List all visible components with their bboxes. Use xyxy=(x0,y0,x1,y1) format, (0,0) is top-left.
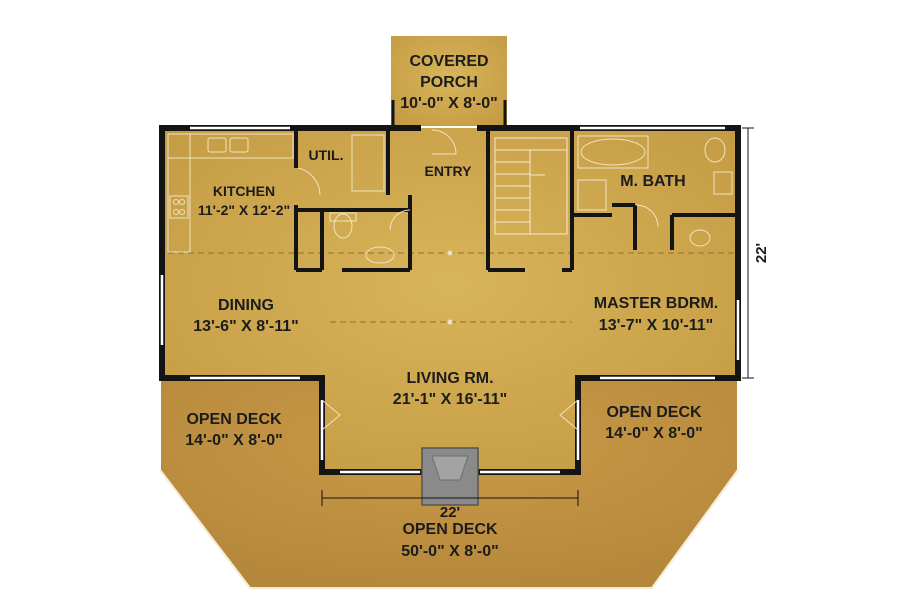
interior-walls xyxy=(294,130,735,272)
living-room-size: 21'-1" X 16'-11" xyxy=(393,391,507,408)
stairs xyxy=(494,137,568,235)
deck-railing xyxy=(159,469,739,589)
covered-porch-area xyxy=(389,34,509,128)
side-dimension-label: 22' xyxy=(753,243,770,263)
dining-label: DINING xyxy=(218,297,274,314)
master-bath-label: M. BATH xyxy=(620,173,685,190)
fireplace-hearth xyxy=(431,455,469,481)
front-dimension-label: 22' xyxy=(440,504,460,521)
windows xyxy=(160,126,740,474)
open-deck-right-size: 14'-0" X 8'-0" xyxy=(605,425,703,442)
entry-label: ENTRY xyxy=(425,163,473,179)
porch-posts xyxy=(391,100,507,128)
kitchen-size: 11'-2" X 12'-2" xyxy=(198,202,290,218)
open-deck-front-label: OPEN DECK xyxy=(402,521,498,538)
covered-porch-size: 10'-0" X 8'-0" xyxy=(400,95,498,112)
door-swings xyxy=(297,129,659,431)
dimension-lines xyxy=(321,127,754,506)
dining-size: 13'-6" X 8'-11" xyxy=(193,318,299,335)
covered-porch-label-2: PORCH xyxy=(420,74,478,91)
living-room-label: LIVING RM. xyxy=(406,370,493,387)
utility-label: UTIL. xyxy=(309,147,344,163)
bath-fixtures xyxy=(329,135,733,264)
covered-porch-label-1: COVERED xyxy=(409,53,488,70)
kitchen-label: KITCHEN xyxy=(213,183,275,199)
open-deck-left-size: 14'-0" X 8'-0" xyxy=(185,432,283,449)
master-bedroom-label: MASTER BDRM. xyxy=(594,295,718,312)
master-bedroom-size: 13'-7" X 10'-11" xyxy=(599,317,713,334)
open-deck-right-label: OPEN DECK xyxy=(606,404,702,421)
kitchen-fixtures xyxy=(167,133,385,253)
open-deck-front-size: 50'-0" X 8'-0" xyxy=(401,543,499,560)
ceiling-point xyxy=(447,250,453,256)
ceiling-point xyxy=(447,319,453,325)
open-deck-left-label: OPEN DECK xyxy=(186,411,282,428)
